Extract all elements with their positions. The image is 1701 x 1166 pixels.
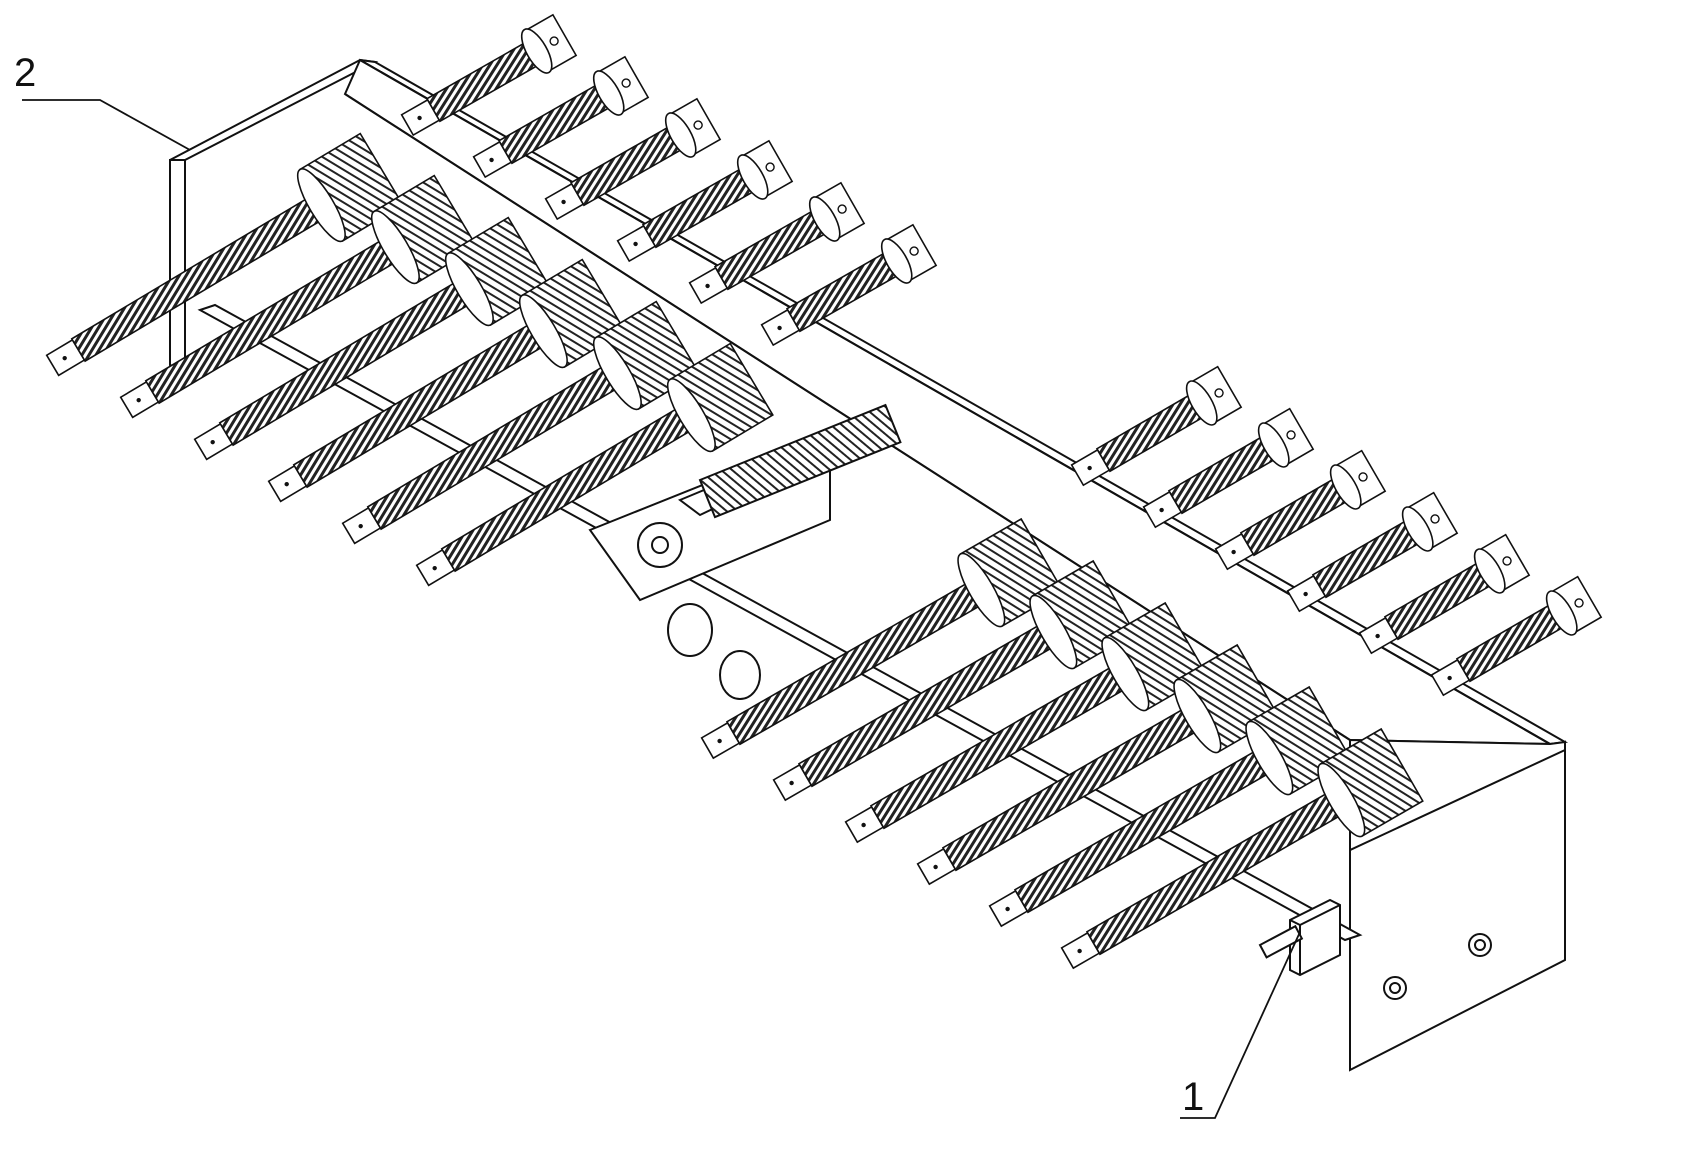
gear-icon: [666, 342, 774, 453]
leader-2: [22, 99, 191, 151]
lead-screw: [1430, 575, 1603, 697]
lead-screw: [1070, 365, 1243, 487]
lead-screw: [400, 13, 578, 137]
mount-head: [808, 181, 866, 242]
motor-shaft: [667, 603, 713, 657]
callout-1: 1: [1182, 1075, 1204, 1119]
lead-screw: [544, 97, 722, 221]
mount-head: [1545, 575, 1603, 636]
lower-front-screws: [700, 517, 1424, 970]
lead-screw: [760, 223, 938, 347]
callout-leaders: [22, 99, 1301, 1119]
lead-screw: [1142, 407, 1315, 529]
mount-head: [736, 139, 794, 200]
lead-screw: [1214, 449, 1387, 571]
lead-screw: [1358, 533, 1531, 655]
upper-front-screws: [45, 132, 774, 587]
mount-head: [520, 13, 578, 74]
callout-2: 2: [14, 51, 36, 95]
mount-head: [664, 97, 722, 158]
lead-screw: [472, 55, 650, 179]
leader-1: [1180, 931, 1301, 1119]
lead-screw: [616, 139, 794, 263]
gear-icon: [1317, 727, 1424, 838]
mount-head: [592, 55, 650, 116]
mount-head: [1257, 407, 1315, 468]
mount-head: [1401, 491, 1459, 552]
mount-head: [1473, 533, 1531, 594]
lead-screw: [1060, 727, 1424, 970]
drive-assembly: [588, 403, 902, 700]
mount-head: [880, 223, 938, 284]
belt: [698, 403, 902, 519]
upper-back-screws: [400, 13, 938, 347]
mount-head: [1185, 365, 1243, 426]
lead-screw: [688, 181, 866, 305]
left-end-plate: [169, 159, 186, 372]
lower-back-screws: [1070, 365, 1603, 697]
mount-head: [1329, 449, 1387, 510]
lead-screw: [415, 342, 774, 587]
lead-screw: [1286, 491, 1459, 613]
